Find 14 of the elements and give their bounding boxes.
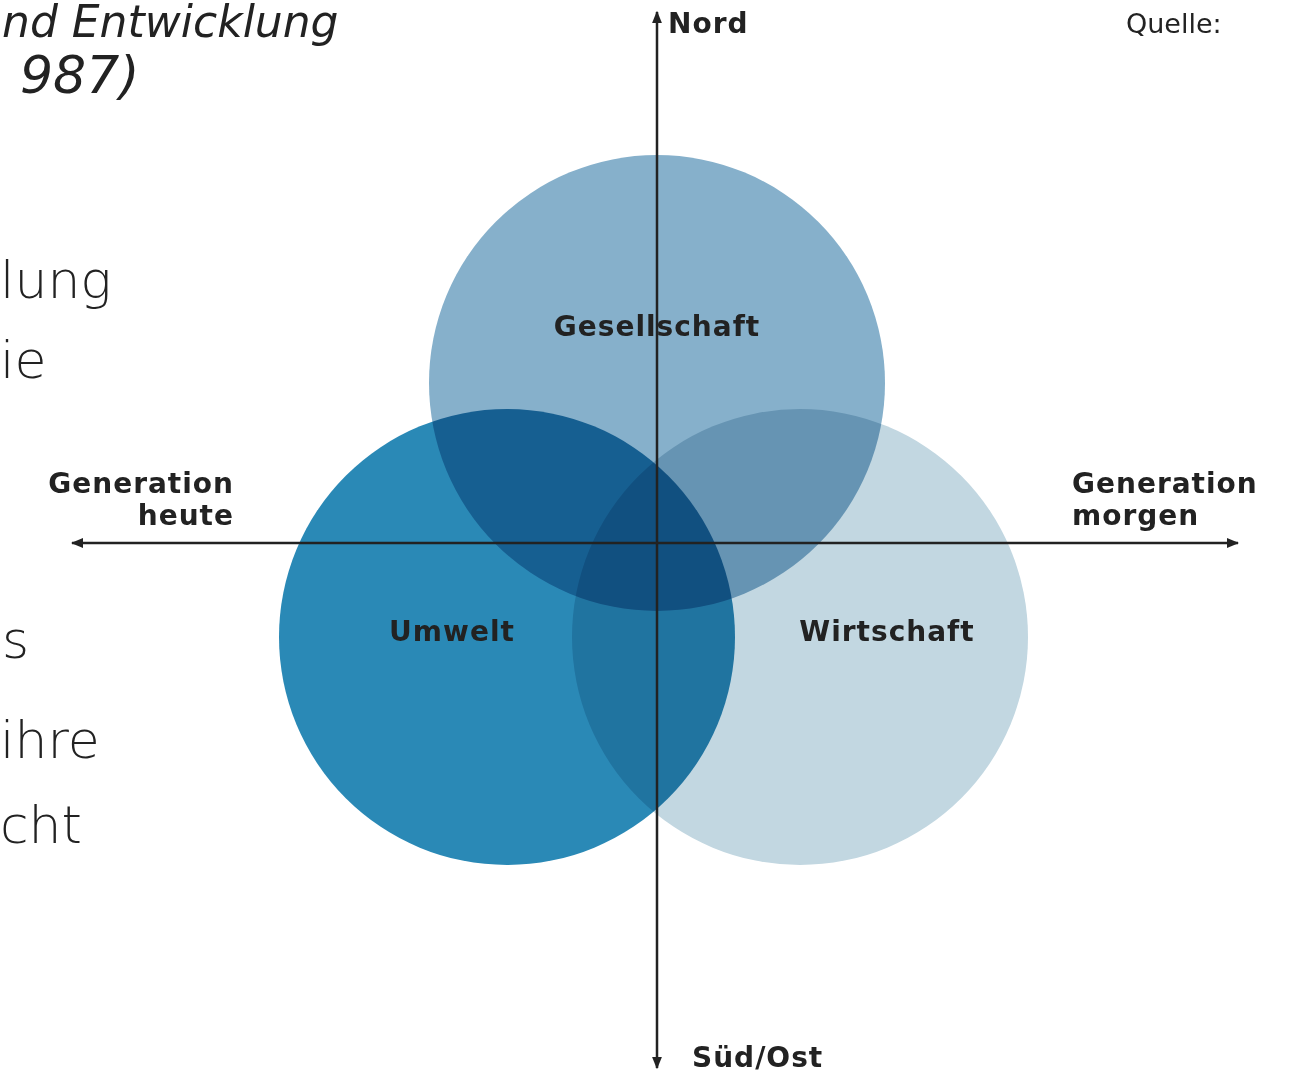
axis-label: Nord [668, 8, 749, 40]
slide-text: nd Entwicklung [2, 0, 339, 47]
circle-label: Umwelt [389, 614, 515, 648]
slide-text: ihre [0, 710, 100, 770]
slide-text: s [2, 610, 30, 670]
slide-text: ie [0, 330, 47, 390]
axis-label: Generation morgen [1072, 468, 1258, 532]
slide-text: cht [0, 795, 82, 855]
axis-label: Generation heute [47, 468, 234, 532]
axis-label: Süd/Ost [692, 1042, 824, 1074]
source-note: Quelle: [1126, 8, 1222, 39]
circle-label: Wirtschaft [799, 614, 975, 648]
slide-text: lung [0, 250, 112, 310]
slide-text: 987) [20, 45, 140, 105]
